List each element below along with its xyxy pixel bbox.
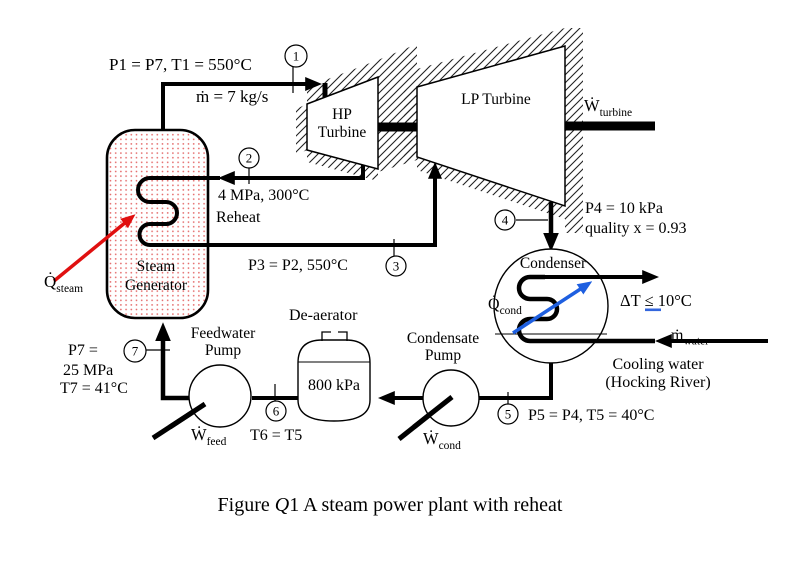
lp-turbine-body: [416, 45, 566, 208]
svg-text:6: 6: [273, 404, 280, 419]
hp-turbine-body: [306, 75, 379, 170]
svg-text:7: 7: [132, 344, 139, 359]
state7-line3: T7 = 41°C: [60, 380, 128, 397]
feedwater-pump-label-line1: Feedwater: [191, 325, 256, 342]
state-marker-1: 1: [284, 44, 308, 93]
q-steam-label: Q̇steam: [44, 272, 83, 295]
state4-pressure: P4 = 10 kPa: [585, 200, 663, 217]
turbine-shafts: [376, 121, 655, 132]
feedwater-line: [155, 322, 190, 401]
w-feed-label: Ẇfeed: [191, 425, 227, 448]
feedwater-pump-body: [188, 364, 252, 428]
reheat-label: Reheat: [216, 209, 261, 226]
feedwater-pump: Feedwater Pump Ẇfeed: [151, 325, 256, 448]
state1-mass-flow: ṁ = 7 kg/s: [196, 87, 268, 106]
stream-annotations: P1 = P7, T1 = 550°C ṁ = 7 kg/s 4 MPa, 3…: [60, 55, 686, 444]
condensate-pump: Condensate Pump Ẇcond: [397, 330, 480, 452]
svg-text:3: 3: [393, 259, 400, 274]
svg-text:1: 1: [293, 49, 300, 64]
turbine-casing-hatching: [296, 28, 583, 233]
condenser: Condenser Q̇cond: [488, 248, 768, 364]
cooling-water-source-line1: Cooling water: [612, 356, 704, 373]
state-marker-6: 6: [265, 384, 287, 422]
state7-line1: P7 =: [68, 342, 98, 359]
deaerator-pressure: 800 kPa: [308, 377, 360, 394]
state-marker-2: 2: [238, 147, 260, 184]
feedwater-pump-shaft-inner: [168, 401, 207, 430]
figure-caption: Figure Q1 A steam power plant with rehea…: [218, 494, 563, 516]
condensate-pump-shaft-inner: [412, 395, 454, 429]
steam-generator-label-line1: Steam: [137, 258, 176, 275]
state3-conditions: P3 = P2, 550°C: [248, 257, 348, 274]
cooling-water-annotations: ΔT ≤ 10°C ṁwater Cooling water (Hocking…: [605, 291, 710, 391]
deaerator-vent: [321, 331, 348, 341]
inequality-underline: [645, 308, 661, 312]
condenser-heat-transfer-arrow: [512, 281, 593, 335]
state-marker-3: 3: [385, 239, 407, 277]
state6-conditions: T6 = T5: [250, 427, 302, 444]
deaerator-label: De-aerator: [289, 307, 358, 324]
w-turbine-label: Ẇturbine: [584, 96, 632, 119]
state-marker-7: 7: [123, 339, 170, 363]
feedwater-pump-label-line2: Pump: [205, 342, 241, 359]
svg-text:4: 4: [502, 213, 509, 228]
hp-exhaust-to-reheat-line: [218, 163, 365, 185]
hatch-band-lp-bottom: [417, 157, 565, 219]
hatch-band-lp-top: [417, 28, 565, 87]
cooling-water-coil: [516, 274, 655, 344]
q-cond-label: Q̇cond: [488, 295, 522, 317]
hp-turbine: HP Turbine: [306, 75, 379, 170]
svg-text:5: 5: [505, 407, 512, 422]
reheat-coil: [136, 176, 214, 247]
state-marker-4: 4: [494, 209, 548, 231]
state5-conditions: P5 = P4, T5 = 40°C: [528, 407, 654, 424]
hp-turbine-label-line1: HP: [332, 106, 352, 123]
state7-line2: 25 MPa: [63, 362, 113, 379]
cooling-water-source-line2: (Hocking River): [605, 374, 710, 391]
steam-generator-label-line2: Generator: [125, 277, 188, 294]
svg-text:2: 2: [246, 151, 253, 166]
heat-input-arrow: [52, 214, 136, 283]
condensate-line: [479, 363, 553, 400]
w-cond-label: Ẇcond: [423, 429, 461, 452]
state2-conditions: 4 MPa, 300°C: [218, 187, 309, 204]
lp-turbine-label: LP Turbine: [461, 91, 531, 108]
steam-generator: Steam Generator Q̇steam: [44, 128, 214, 320]
hatch-band-hp-bottom: [307, 150, 378, 181]
delta-t-constraint: ΔT ≤ 10°C: [620, 291, 692, 310]
lp-turbine: LP Turbine: [416, 45, 566, 208]
condensate-pump-label-line1: Condensate: [407, 330, 479, 347]
hp-turbine-label-line2: Turbine: [318, 124, 367, 141]
state4-quality: quality x = 0.93: [585, 220, 686, 237]
condenser-label: Condenser: [520, 255, 587, 272]
state1-conditions: P1 = P7, T1 = 550°C: [109, 55, 252, 74]
m-water-label: ṁwater: [671, 327, 709, 348]
hatch-band-hp-left: [296, 104, 307, 155]
deaerator: De-aerator 800 kPa: [289, 307, 371, 422]
state-markers: 1 2 3 4 5 6 7: [123, 44, 548, 425]
main-steam-line: [161, 77, 322, 130]
state-marker-5: 5: [497, 392, 519, 425]
deaerator-vessel: [297, 339, 371, 422]
condensate-pump-label-line2: Pump: [425, 347, 461, 364]
